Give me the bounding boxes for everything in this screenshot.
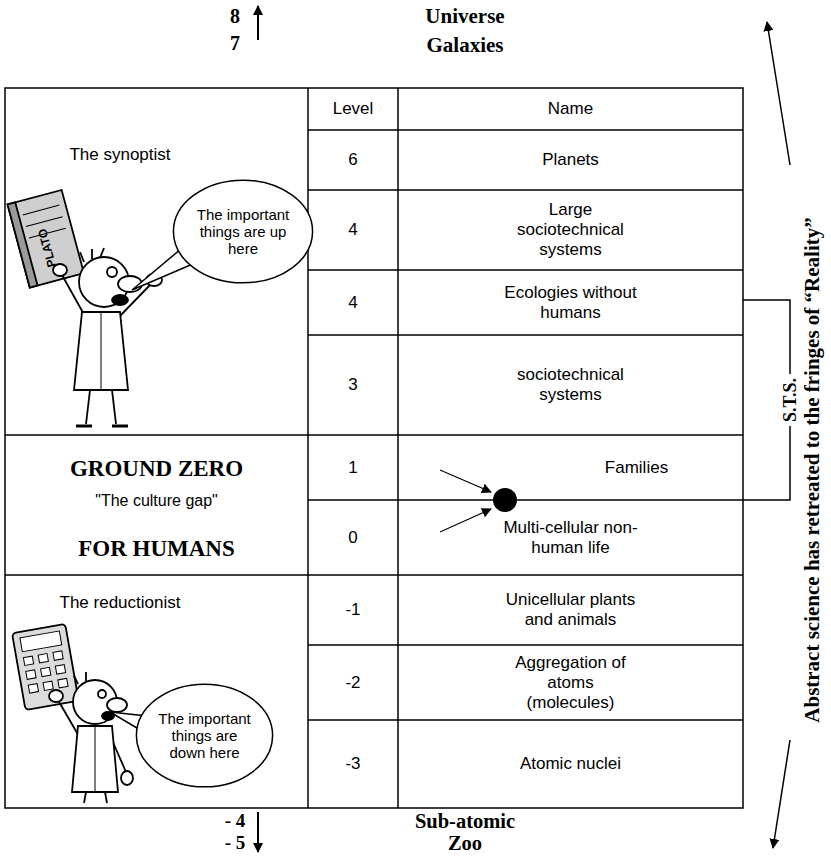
synoptist-figure xyxy=(8,190,162,426)
level-name: Ecologies without humans xyxy=(398,270,743,335)
fringe-arrow xyxy=(773,740,790,848)
bubble-text: The important things are up here xyxy=(192,206,294,257)
bubble-text-box: The important things are up here xyxy=(172,178,314,285)
scale-number: - 5 xyxy=(218,832,252,854)
column-header: Name xyxy=(398,88,743,130)
bubble-text-box: The important things are down here xyxy=(135,682,274,789)
scale-number: - 4 xyxy=(218,810,252,832)
scale-name: Universe xyxy=(380,2,550,30)
scale-name: Galaxies xyxy=(380,31,550,59)
level-name: Families xyxy=(530,435,743,500)
scale-arrow xyxy=(257,812,259,852)
ground-zero-heading: FOR HUMANS xyxy=(5,532,308,564)
bubble-text: The important things are down here xyxy=(155,710,254,761)
level-number: -1 xyxy=(308,575,398,645)
scale-number: 7 xyxy=(222,31,248,55)
speech-bubble: The important things are up here xyxy=(172,178,314,285)
pointer-arrow xyxy=(440,470,491,492)
side-note: Abstract science has retreated to the fr… xyxy=(799,110,825,830)
level-number: 4 xyxy=(308,190,398,270)
column-header: Level xyxy=(308,88,398,130)
level-name: Unicellular plants and animals xyxy=(398,575,743,645)
ground-zero-heading: GROUND ZERO xyxy=(5,452,308,484)
level-number: 0 xyxy=(308,500,398,575)
level-table xyxy=(5,88,743,808)
level-name: sociotechnical systems xyxy=(398,335,743,435)
speech-bubble: The important things are down here xyxy=(135,682,274,789)
scale-name: Zoo xyxy=(380,831,550,855)
level-number: 3 xyxy=(308,335,398,435)
ground-zero-dot xyxy=(493,488,517,512)
level-name: Planets xyxy=(398,130,743,190)
scale-number: 8 xyxy=(222,4,248,28)
level-number: -2 xyxy=(308,645,398,720)
fringe-arrow xyxy=(767,22,790,165)
level-name: Atomic nuclei xyxy=(398,720,743,808)
level-number: 4 xyxy=(308,270,398,335)
bracket-label: S.T.S. xyxy=(778,362,802,438)
figure-caption: The reductionist xyxy=(20,588,220,618)
figure-caption: The synoptist xyxy=(20,140,220,170)
level-number: 6 xyxy=(308,130,398,190)
scale-arrow xyxy=(257,6,259,40)
scale-name: Sub-atomic xyxy=(380,809,550,833)
pointer-arrow xyxy=(440,509,491,532)
level-number: -3 xyxy=(308,720,398,808)
level-name: Large sociotechnical systems xyxy=(398,190,743,270)
level-name: Multi-cellular non-human life xyxy=(398,500,743,575)
level-number: 1 xyxy=(308,435,398,500)
level-name: Aggregation of atoms (molecules) xyxy=(398,645,743,720)
ground-zero-note: "The culture gap" xyxy=(5,488,308,512)
